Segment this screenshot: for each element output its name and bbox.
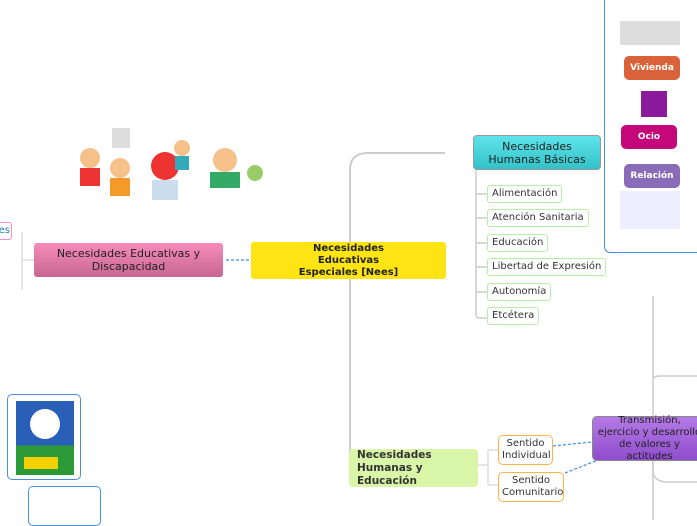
central-topic[interactable]: Necesidades Educativas Especiales [Nees]	[251, 242, 446, 279]
needs-image-panel: Vivienda Ocio Relación	[604, 0, 697, 253]
leaf-atencion-sanitaria[interactable]: Atención Sanitaria	[487, 209, 589, 227]
pill-ocio: Ocio	[621, 125, 677, 149]
leaf-educacion[interactable]: Educación	[487, 234, 549, 252]
topic-necesidades-basicas[interactable]: Necesidades Humanas Básicas	[473, 135, 601, 170]
pill-vivienda: Vivienda	[624, 56, 680, 80]
leaf-alimentacion[interactable]: Alimentación	[487, 185, 563, 203]
leisure-picture	[641, 91, 667, 117]
topic-humanas-educacion[interactable]: Necesidades Humanas y Educación	[349, 449, 478, 487]
node-transmision-valores[interactable]: Transmisión, ejercicio y desarrollo de v…	[592, 415, 697, 462]
people-picture	[620, 191, 680, 229]
node-sentido-individual[interactable]: Sentido Individual	[498, 435, 553, 465]
node-sentido-comunitario[interactable]: Sentido Comunitario	[498, 472, 564, 502]
baby-picture-card[interactable]	[7, 394, 81, 480]
pill-relacion: Relación	[624, 164, 680, 188]
person-picture-card[interactable]	[28, 486, 101, 526]
leaf-etcetera[interactable]: Etcétera	[487, 307, 540, 325]
faucet-bulb-picture	[620, 21, 680, 45]
leaf-autonomia[interactable]: Autonomía	[487, 283, 552, 301]
topic-educativas-discapacidad[interactable]: Necesidades Educativas y Discapacidad	[34, 243, 223, 277]
leaf-libertad-expresion[interactable]: Libertad de Expresión	[487, 258, 607, 276]
partial-child-node[interactable]: es	[0, 222, 12, 240]
children-illustration	[70, 118, 270, 204]
baby-picture	[16, 401, 74, 475]
